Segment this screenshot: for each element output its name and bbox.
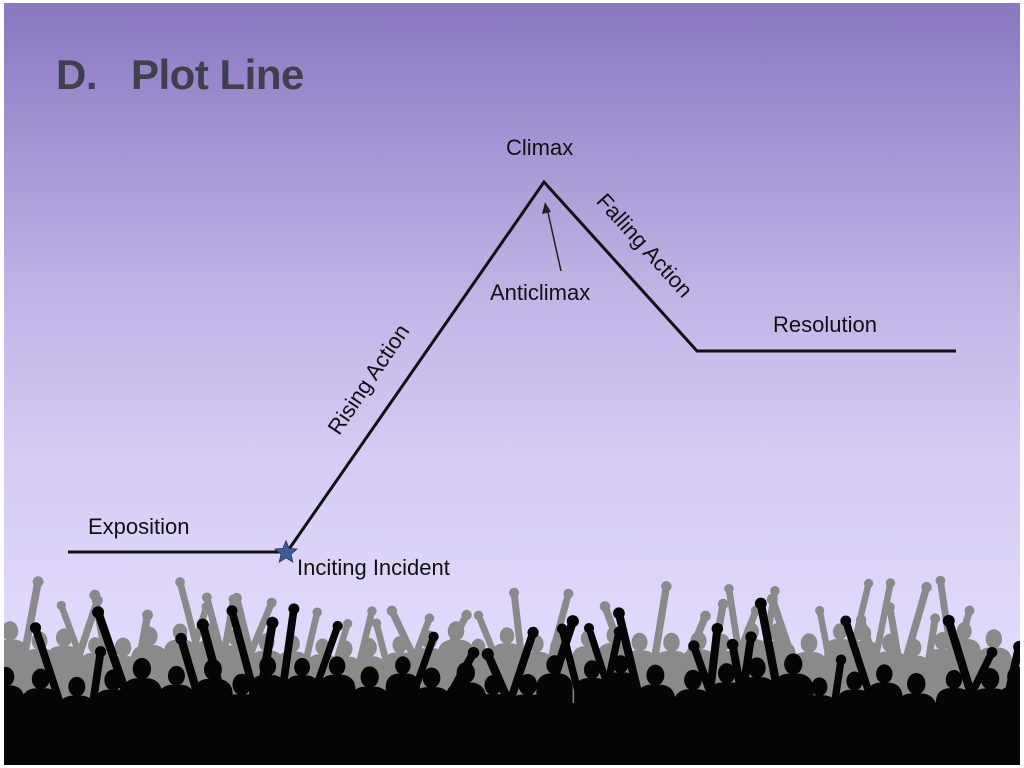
label-anticlimax: Anticlimax [490, 280, 590, 305]
crowd-silhouette [4, 575, 1020, 765]
label-climax: Climax [506, 135, 573, 160]
label-resolution: Resolution [773, 312, 877, 337]
plot-line-path [68, 179, 956, 554]
label-inciting-incident: Inciting Incident [297, 555, 450, 580]
slide: D. Plot Line Climax Anticlimax Resolution… [4, 3, 1020, 765]
label-exposition: Exposition [88, 514, 190, 539]
anticlimax-arrow-head [542, 202, 551, 214]
title-prefix: D. [56, 51, 98, 98]
plot-line-diagram: Climax Anticlimax Resolution Exposition … [68, 135, 956, 580]
slide-title: D. Plot Line [56, 51, 304, 99]
title-text: Plot Line [131, 51, 304, 98]
anticlimax-arrow-line [546, 207, 562, 272]
crowd-front-layer [4, 597, 1020, 765]
star-icon [273, 539, 299, 563]
